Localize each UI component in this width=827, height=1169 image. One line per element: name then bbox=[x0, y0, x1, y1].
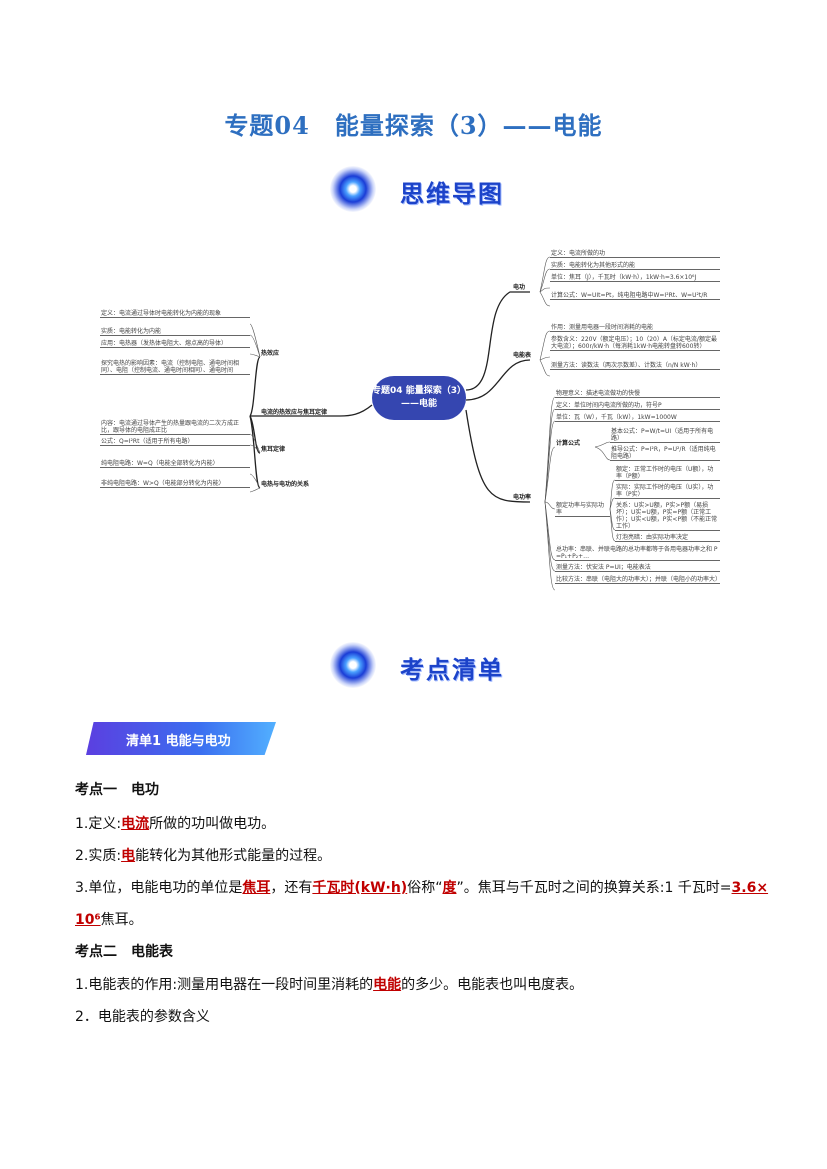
mindmap-leaf: 比较方法：串联（电阻大的功率大）；并联（电阻小的功率大） bbox=[555, 576, 722, 584]
mindmap-node-rated: 额定功率与实际功率 bbox=[555, 502, 610, 517]
text: 的多少。电能表也叫电度表。 bbox=[401, 977, 584, 993]
banner-label: 清单1 电能与电功 bbox=[126, 734, 231, 749]
mindmap-leaf: 纯电阻电路：W=Q（电能全部转化为内能） bbox=[100, 460, 250, 468]
text: 所做的功叫做电功。 bbox=[149, 816, 276, 832]
mindmap-leaf: 基本公式：P=W/t=UI（适用于所有电路） bbox=[610, 428, 720, 443]
kp1-line1: 1.定义:电流所做的功叫做电功。 bbox=[75, 813, 275, 833]
mindmap-node-joule: 焦耳定律 bbox=[261, 446, 286, 453]
mindmap-node-power: 电功率 bbox=[513, 494, 532, 501]
mindmap-node-relation: 电热与电功的关系 bbox=[261, 481, 310, 488]
answer: 焦耳 bbox=[242, 880, 271, 896]
mindmap-leaf: 非纯电阻电路：W>Q（电能部分转化为内能） bbox=[100, 480, 250, 488]
mindmap-node-work: 电功 bbox=[513, 284, 526, 291]
mindmap-leaf: 额定：正常工作时的电压（U额），功率（P额） bbox=[615, 466, 720, 481]
mindmap-leaf: 单位：瓦（W），千瓦（kW），1kW=1000W bbox=[555, 414, 720, 422]
text: 俗称“ bbox=[407, 880, 443, 896]
mindmap-leaf: 内容：电流通过导体产生的热量跟电流的二次方成正比，跟导体的电阻成正比 bbox=[100, 420, 250, 435]
text: ，还有 bbox=[270, 880, 313, 896]
text: 2.实质: bbox=[75, 848, 122, 864]
section-title: 思维导图 bbox=[400, 180, 504, 208]
mindmap-leaf: 测量方法：伏安法 P=UI；电能表法 bbox=[555, 564, 720, 572]
checklist-banner: 清单1 电能与电功 bbox=[86, 722, 276, 755]
mindmap-center-node: 专题04 能量探索（3）——电能 bbox=[372, 376, 466, 420]
mindmap-leaf: 公式：Q=I²Rt（适用于所有电路） bbox=[100, 438, 250, 446]
checklist-header: 考点清单 bbox=[330, 642, 530, 692]
kp1-heading: 考点一 电功 bbox=[75, 782, 159, 798]
kp1-line4: 10⁶焦耳。 bbox=[75, 909, 143, 929]
answer: 10⁶ bbox=[75, 912, 101, 928]
kp1-line3: 3.单位，电能电功的单位是焦耳，还有千瓦时(kW·h)俗称“度”。焦耳与千瓦时之… bbox=[75, 877, 768, 897]
orb-icon bbox=[330, 642, 376, 688]
kp2-line2: 2．电能表的参数含义 bbox=[75, 1009, 210, 1025]
mindmap-leaf: 关系：U实>U额，P实>P额（易损坏）；U实=U额，P实=P额（正常工作）；U实… bbox=[615, 502, 720, 531]
orb-icon bbox=[330, 166, 376, 212]
answer: 度 bbox=[442, 880, 457, 896]
mindmap-leaf: 探究电热的影响因素：电流（控制电阻、通电时间相同）、电阻（控制电流、通电时间相同… bbox=[100, 360, 250, 375]
text: 3.单位，电能电功的单位是 bbox=[75, 880, 243, 896]
mindmap-leaf: 参数含义：220V（额定电压）；10（20）A（标定电流/额定最大电流）；600… bbox=[550, 336, 720, 351]
kp2-line1: 1.电能表的作用:测量用电器在一段时间里消耗的电能的多少。电能表也叫电度表。 bbox=[75, 974, 583, 994]
answer: 电能 bbox=[373, 977, 402, 993]
kp2-heading: 考点二 电能表 bbox=[75, 944, 173, 960]
mindmap-leaf: 定义：电流所做的功 bbox=[550, 250, 720, 258]
mindmap-leaf: 总功率：串联、并联电路的总功率都等于各用电器功率之和 P=P₁+P₂+… bbox=[555, 546, 720, 561]
text: 焦耳。 bbox=[100, 912, 143, 928]
mindmap-leaf: 单位：焦耳（J），千瓦时（kW·h），1kW·h=3.6×10⁶J bbox=[550, 274, 720, 282]
text: 1.定义: bbox=[75, 816, 122, 832]
mindmap-leaf: 灯泡亮暗：由实际功率决定 bbox=[615, 534, 720, 542]
mindmap-node-meter: 电能表 bbox=[513, 352, 532, 359]
mindmap-left-branch: 电流的热效应与焦耳定律 bbox=[261, 409, 328, 416]
mindmap-node-heat: 热效应 bbox=[261, 350, 280, 357]
mind-map-lines bbox=[249, 256, 616, 591]
text: ”。焦耳与千瓦时之间的换算关系:1 千瓦时= bbox=[456, 880, 732, 896]
mindmap-leaf: 实质：电能转化为其他形式的能 bbox=[550, 262, 720, 270]
mindmap-leaf: 实际：实际工作时的电压（U实），功率（P实） bbox=[615, 484, 720, 499]
text: 1.电能表的作用:测量用电器在一段时间里消耗的 bbox=[75, 977, 374, 993]
mindmap-leaf: 物理意义：描述电流做功的快慢 bbox=[555, 390, 720, 398]
mindmap-leaf: 定义：电流通过导体时电能转化为内能的现象 bbox=[100, 310, 250, 318]
mindmap-leaf: 推导公式：P=I²R，P=U²/R（适用纯电阻电路） bbox=[610, 446, 720, 461]
answer: 电流 bbox=[121, 816, 150, 832]
mindmap-leaf: 作用：测量用电器一段时间消耗的电能 bbox=[550, 324, 720, 332]
text: 能转化为其他形式能量的过程。 bbox=[135, 848, 332, 864]
mindmap-leaf: 测量方法：读数法（两次示数差）、计数法（n/N kW·h） bbox=[550, 362, 720, 370]
mindmap-leaf: 计算公式：W=UIt=Pt，纯电阻电路中W=I²Rt、W=U²t/R bbox=[550, 292, 720, 300]
answer: 电 bbox=[121, 848, 136, 864]
mindmap-leaf: 应用：电热器（发热体电阻大、熔点高的导体） bbox=[100, 340, 250, 348]
kp1-line2: 2.实质:电能转化为其他形式能量的过程。 bbox=[75, 845, 331, 865]
page-title: 专题04 能量探索（3）——电能 bbox=[224, 111, 603, 140]
mindmap-leaf: 定义：单位时间内电流所做的功，符号P bbox=[555, 402, 720, 410]
answer: 千瓦时(kW·h) bbox=[312, 880, 408, 896]
mindmap-header: 思维导图 bbox=[330, 166, 530, 216]
mind-map: 专题04 能量探索（3）——电能 电流的热效应与焦耳定律 电功 电能表 电功率 … bbox=[100, 240, 722, 610]
section-title: 考点清单 bbox=[400, 656, 504, 684]
mindmap-leaf: 实质：电能转化为内能 bbox=[100, 328, 250, 336]
answer: 3.6× bbox=[731, 880, 769, 896]
mindmap-node-formula: 计算公式 bbox=[556, 440, 581, 447]
